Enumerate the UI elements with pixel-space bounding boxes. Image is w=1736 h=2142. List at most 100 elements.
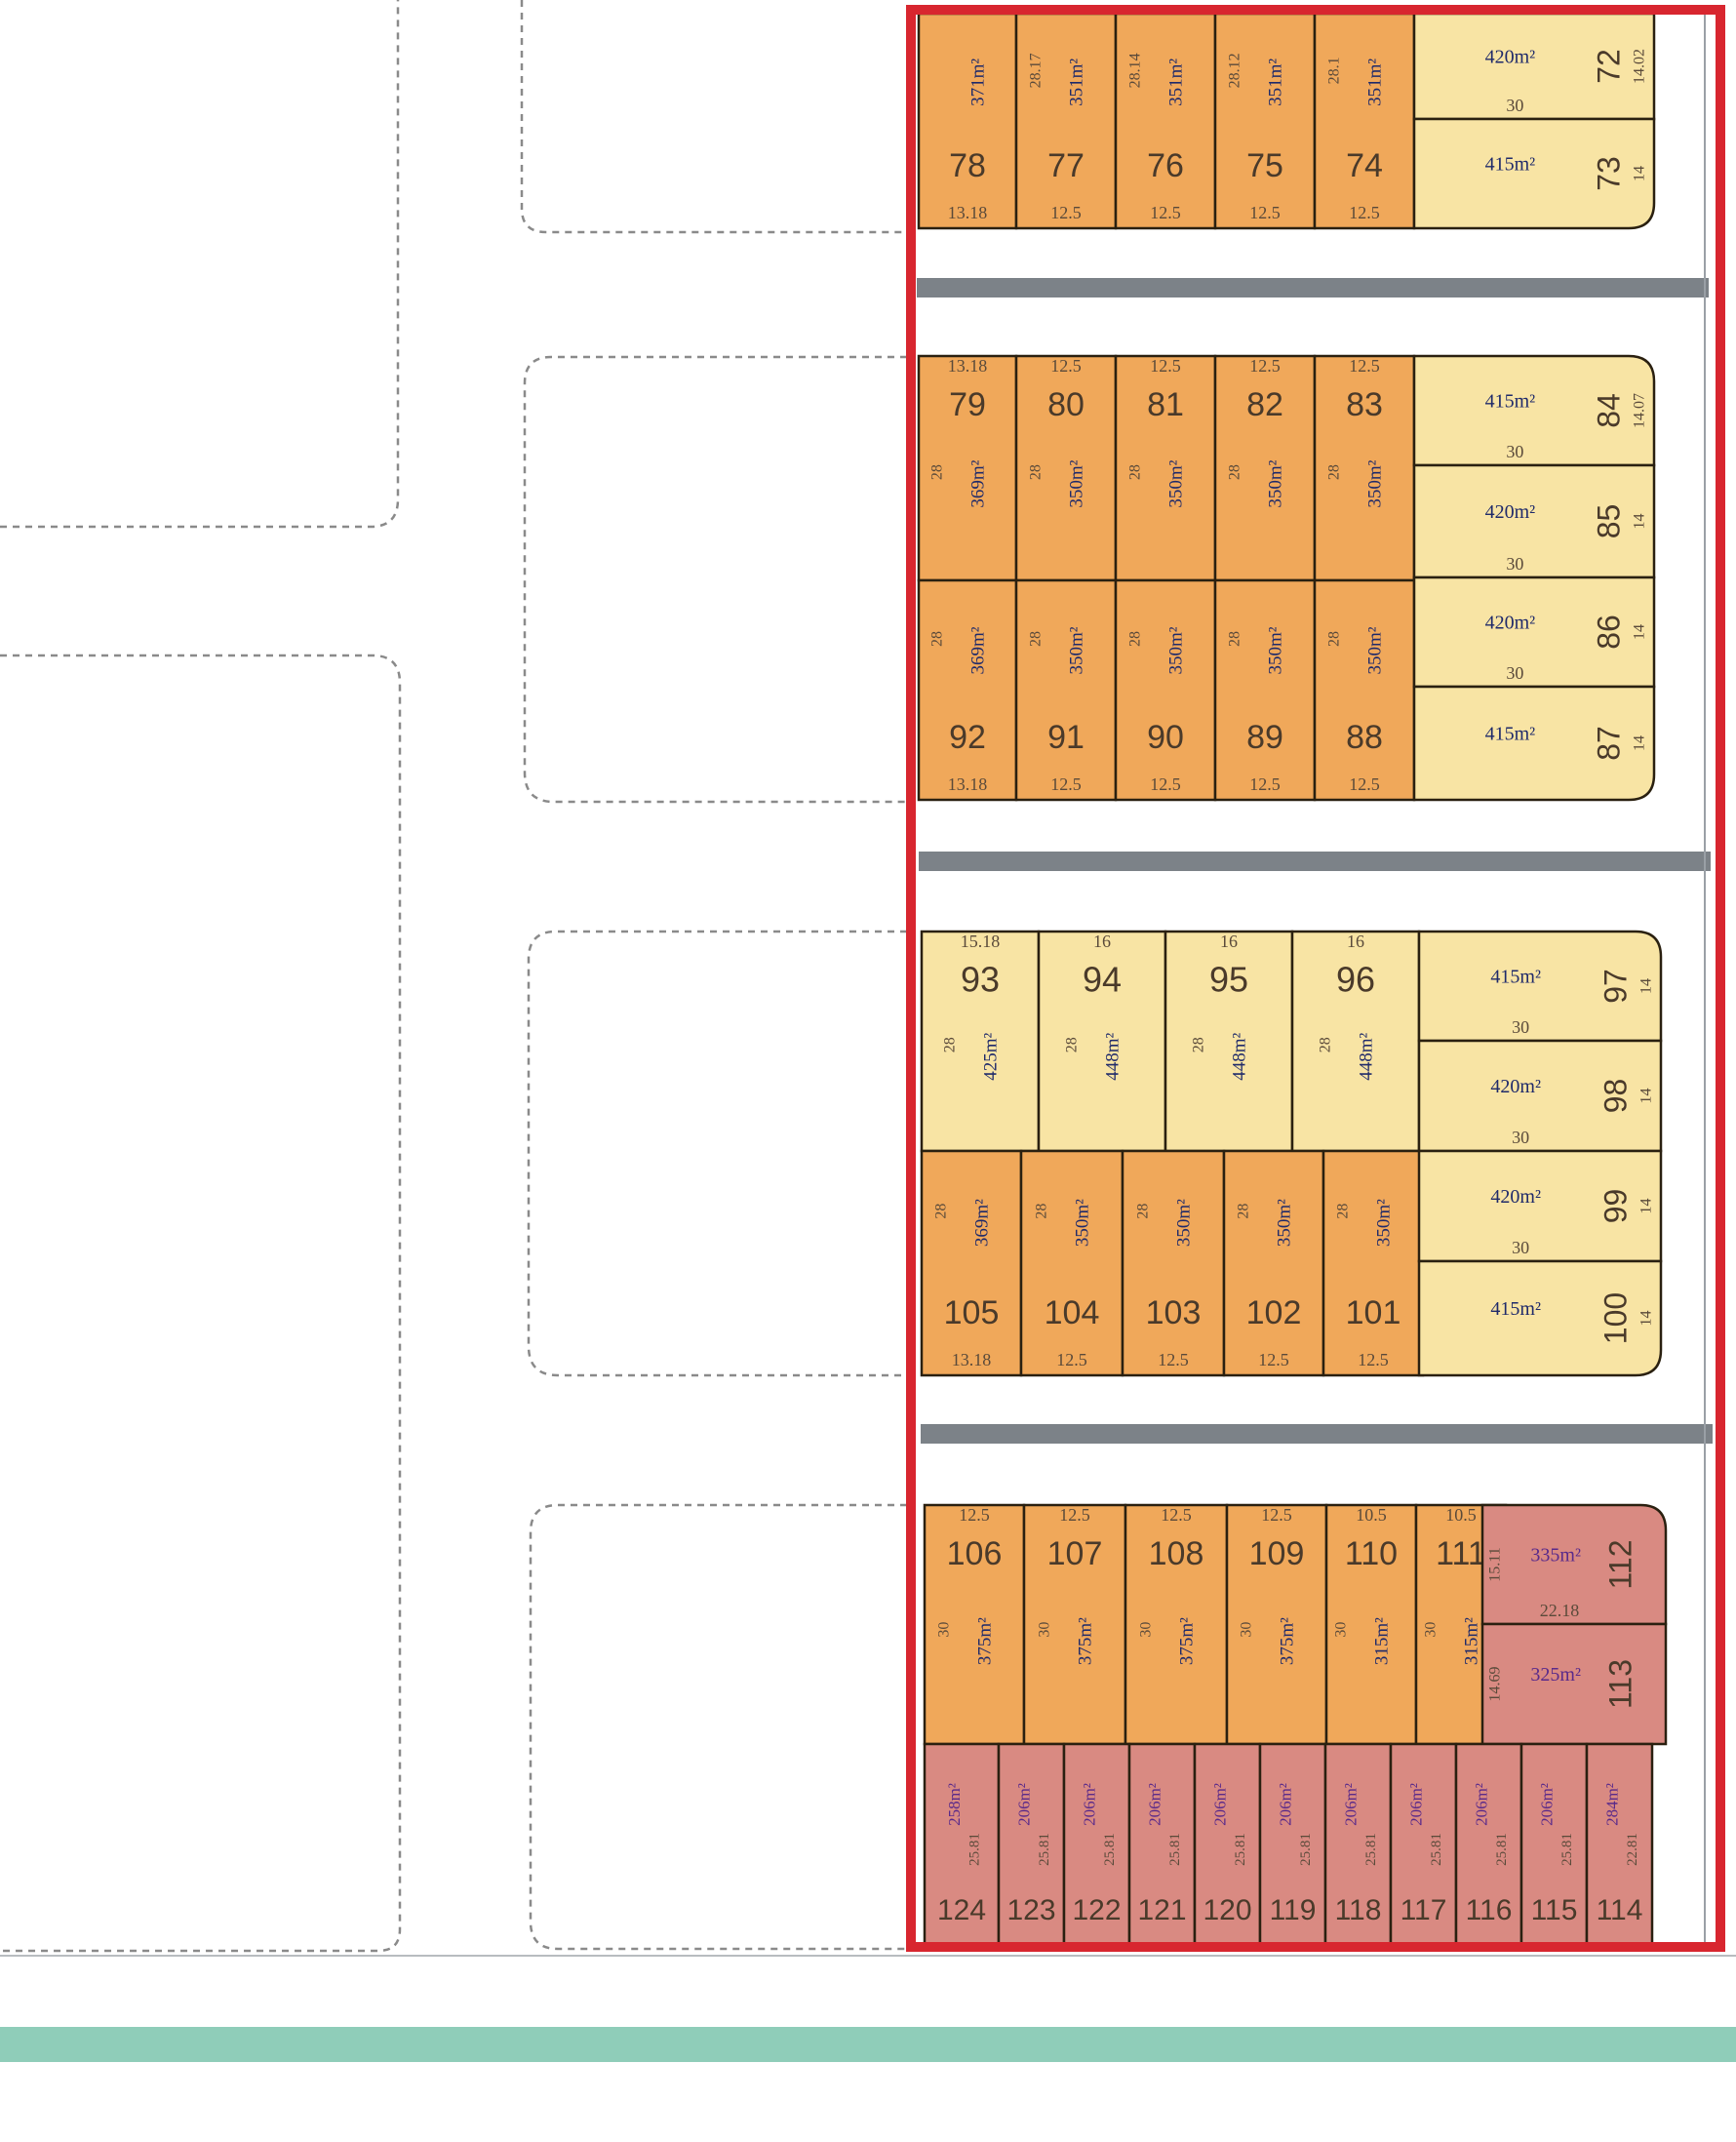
lot-77-parcel (1014, 12, 1118, 230)
lot-number: 93 (961, 960, 1000, 1000)
lot-number: 97 (1598, 969, 1633, 1004)
lot-number: 102 (1246, 1294, 1302, 1331)
lot-76-parcel (1114, 12, 1217, 230)
lot-number: 85 (1591, 504, 1626, 539)
lot-area: 448m² (1102, 1032, 1123, 1080)
lot-103-parcel (1121, 1149, 1226, 1377)
lot-frontage: 12.5 (1249, 774, 1281, 794)
lot-depth: 28 (1028, 631, 1045, 647)
lot-frontage: 12.5 (1056, 1350, 1087, 1369)
road-2 (919, 852, 1711, 871)
lot-area: 415m² (1485, 724, 1536, 745)
lot-number: 91 (1047, 719, 1085, 756)
lot-number: 92 (949, 719, 986, 756)
lot-area: 350m² (1373, 1199, 1394, 1247)
lot-depth: 28.14 (1127, 53, 1144, 88)
lot-number: 81 (1147, 386, 1184, 423)
lot-number: 75 (1246, 147, 1283, 184)
lot-depth: 28 (929, 631, 946, 647)
lot-depth: 30 (1333, 1622, 1350, 1638)
lot-area: 315m² (1371, 1617, 1392, 1665)
lot-number: 113 (1602, 1659, 1637, 1709)
lot-frontage: 16 (1093, 932, 1111, 951)
lot-area: 284m² (1602, 1783, 1621, 1826)
lot-area: 206m² (1537, 1783, 1556, 1826)
lot-frontage: 14.07 (1632, 393, 1648, 428)
lot-depth: 30 (1512, 1128, 1529, 1147)
lot-depth: 25.81 (1363, 1833, 1379, 1866)
lot-number: 115 (1531, 1894, 1578, 1926)
lot-area: 258m² (945, 1783, 964, 1826)
lot-area: 351m² (1165, 59, 1186, 106)
lot-number: 101 (1346, 1294, 1401, 1331)
lot-area: 369m² (971, 1199, 992, 1247)
lot-number: 120 (1203, 1894, 1251, 1926)
lot-area: 371m² (967, 59, 988, 106)
lot-area: 350m² (1265, 459, 1285, 507)
lot-depth: 30 (1423, 1622, 1440, 1638)
outer-block-2 (0, 654, 402, 1953)
lot-depth: 25.81 (1298, 1833, 1314, 1866)
lot-frontage: 14 (1638, 1311, 1655, 1327)
lot-number: 117 (1401, 1894, 1447, 1926)
outer-block-1 (0, 0, 400, 529)
lot-depth: 28 (1034, 1204, 1050, 1219)
lot-depth: 28 (1191, 1037, 1207, 1052)
lot-97-parcel (1417, 930, 1663, 1043)
lot-area: 350m² (1265, 626, 1285, 674)
lot-area: 335m² (1530, 1545, 1581, 1567)
